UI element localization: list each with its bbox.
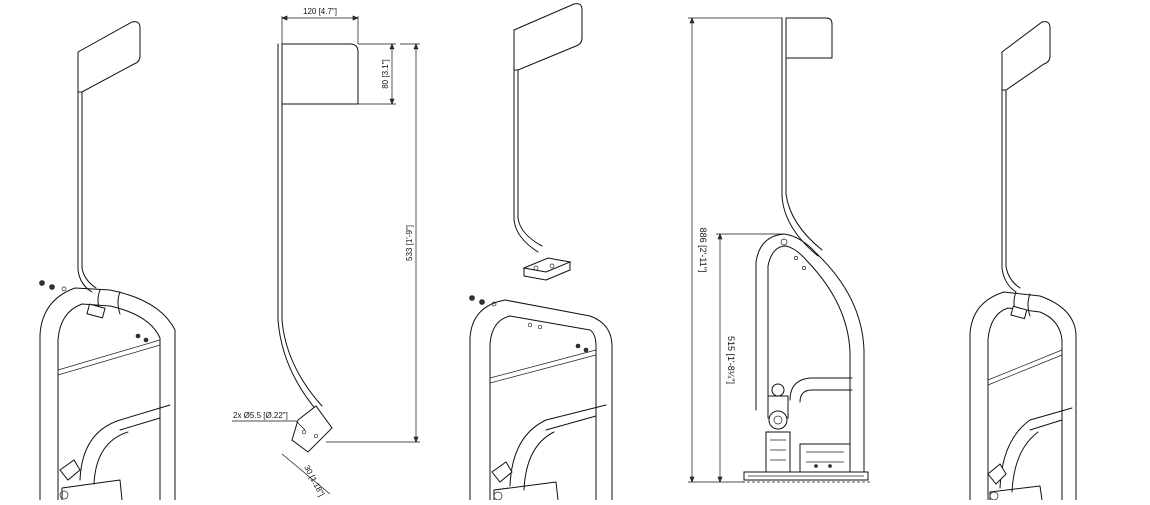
- dim-holes: 2x Ø5.5 [Ø.22"]: [233, 411, 288, 420]
- iso-view-mounted-left: [39, 21, 176, 501]
- dim-width-top: 120 [4.7"]: [303, 7, 337, 16]
- dim-height-arm: 533 [1'-9"]: [405, 225, 414, 261]
- dim-bracket-length: 30 [1.18"]: [302, 464, 326, 498]
- dim-lower-height: 515 [1'-8¼"]: [726, 336, 736, 384]
- side-view-dimensioned: 886 [2'-11"] 515 [1'-8¼"]: [688, 17, 870, 483]
- iso-view-mounted-right: [969, 21, 1077, 501]
- dim-height-top: 80 [3.1"]: [381, 59, 390, 89]
- iso-view-separated: [469, 3, 613, 501]
- dim-overall-height: 886 [2'-11"]: [698, 228, 708, 273]
- front-view-dimensioned: 120 [4.7"] 80 [3.1"] 533 [1'-9"] 2x Ø5.5…: [232, 7, 420, 498]
